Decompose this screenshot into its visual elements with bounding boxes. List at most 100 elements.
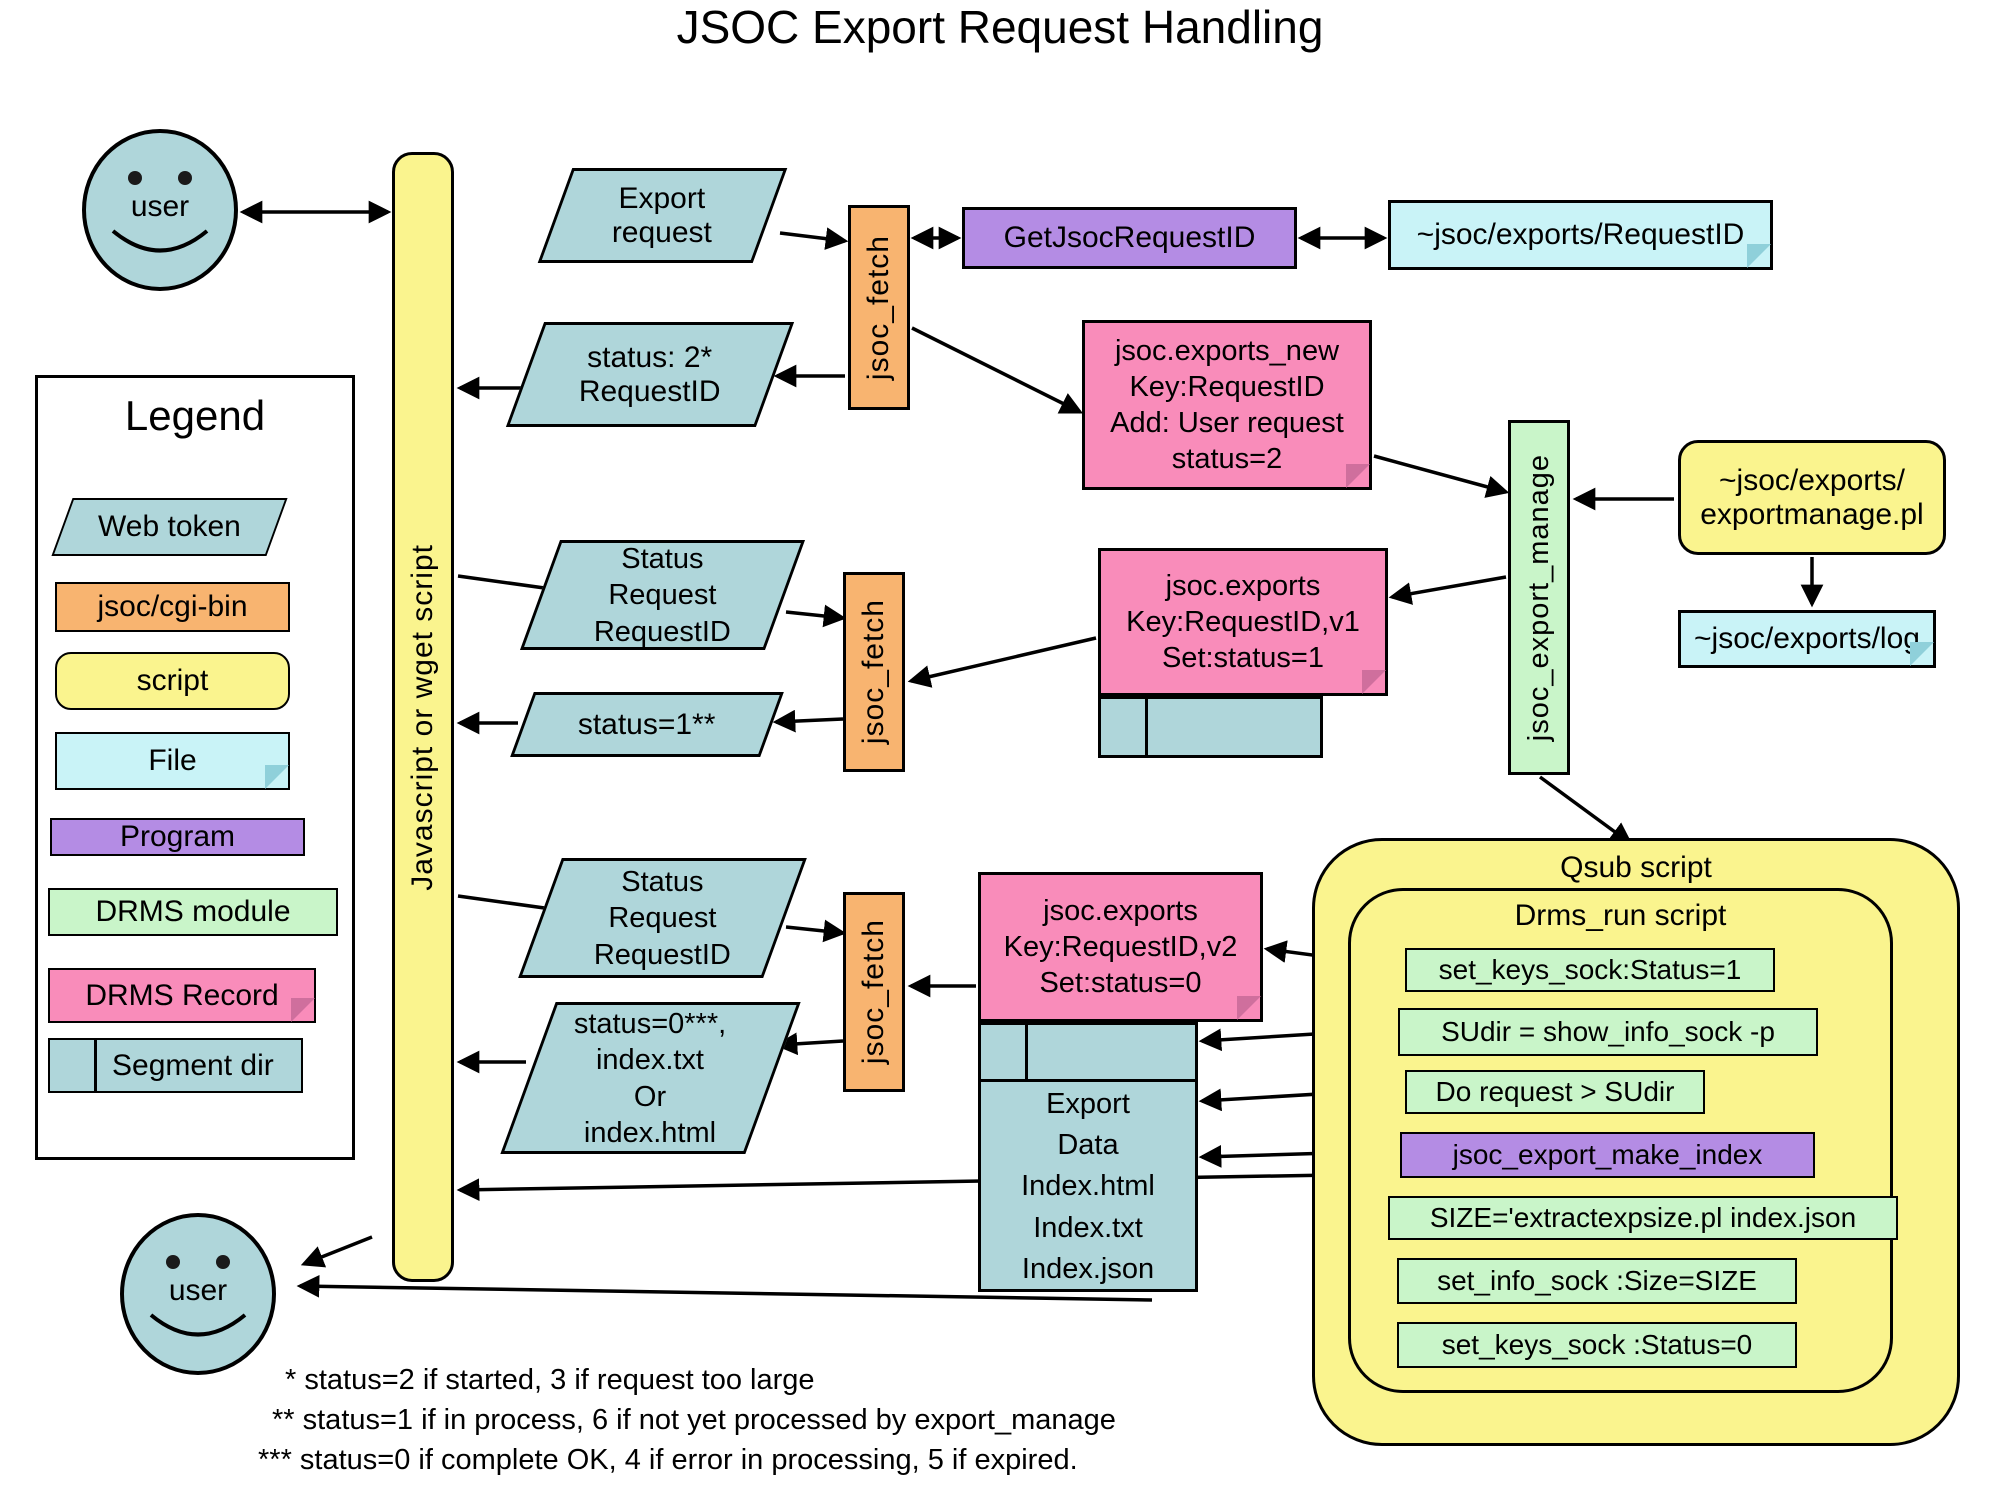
- segment-files-label: Export Data Index.html Index.txt Index.j…: [1021, 1088, 1155, 1285]
- jsoc-fetch-2-label: jsoc_fetch: [857, 599, 890, 745]
- file-fold-corner: [1910, 642, 1934, 666]
- arrow-fetch1-exportsnew: [911, 326, 1084, 414]
- segment-divider: [1145, 699, 1148, 755]
- arrow-scriptbar-userbottom: [300, 1235, 373, 1268]
- jsoc-exports-new-record: jsoc.exports_new Key:RequestID Add: User…: [1082, 320, 1372, 490]
- jsoc-fetch-3: jsoc_fetch: [843, 892, 905, 1092]
- jsoc-fetch-1-label: jsoc_fetch: [862, 234, 895, 381]
- arrow-fetch2-status1: [772, 709, 844, 733]
- legend-label: DRMS Record: [85, 978, 279, 1012]
- arrow-exportsv1-fetch2: [907, 636, 1097, 688]
- user-bottom-label: user: [168, 1274, 228, 1307]
- step-set-info-size: set_info_sock :Size=SIZE: [1397, 1258, 1797, 1304]
- segment-divider: [94, 1040, 97, 1091]
- legend-web-token: Web token: [51, 498, 288, 556]
- legend-label: Program: [119, 820, 236, 853]
- jsoc-exports-new-label: jsoc.exports_new Key:RequestID Add: User…: [1110, 334, 1344, 476]
- get-jsoc-request-id-program: GetJsocRequestID: [962, 207, 1297, 269]
- record-fold-corner: [1362, 670, 1386, 694]
- legend-segment-dir: Segment dir: [48, 1038, 303, 1093]
- step-jsoc-export-make-index: jsoc_export_make_index: [1400, 1132, 1815, 1178]
- get-jsoc-request-id-label: GetJsocRequestID: [1003, 221, 1256, 254]
- status-request-1-label: Status Request RequestID: [593, 542, 731, 648]
- legend-label: File: [148, 744, 197, 777]
- footnote-2: ** status=1 if in process, 6 if not yet …: [272, 1404, 1116, 1436]
- step-size-extractexpsize: SIZE='extractexpsize.pl index.json: [1388, 1196, 1898, 1240]
- request-id-file: ~jsoc/exports/RequestID: [1388, 200, 1773, 270]
- jsoc-fetch-3-label: jsoc_fetch: [857, 919, 890, 1065]
- arrow-makeindex-scriptbar: [456, 1172, 1391, 1202]
- status2-token: status: 2* RequestID: [505, 322, 795, 427]
- file-fold-corner: [265, 765, 289, 789]
- legend-box: [35, 375, 355, 1160]
- legend-title: Legend: [124, 392, 266, 439]
- step-sudir-show-info: SUdir = show_info_sock -p: [1398, 1008, 1818, 1056]
- step-do-request: Do request > SUdir: [1405, 1070, 1705, 1114]
- step-set-keys-status1: set_keys_sock:Status=1: [1405, 948, 1775, 992]
- exportmanage-pl-script: ~jsoc/exports/ exportmanage.pl: [1678, 440, 1946, 555]
- record-fold-corner: [1346, 464, 1370, 488]
- jsoc-exports-v2-label: jsoc.exports Key:RequestID,v2 Set:status…: [1003, 894, 1238, 1000]
- step-set-keys-status0: set_keys_sock :Status=0: [1397, 1322, 1797, 1368]
- qsub-script-title: Qsub script: [1560, 851, 1712, 884]
- step-label: SUdir = show_info_sock -p: [1441, 1016, 1775, 1047]
- arrow-exportrequest-fetch1: [779, 227, 849, 250]
- segment-dir-v2: Export Data Index.html Index.txt Index.j…: [978, 1022, 1198, 1292]
- step-label: jsoc_export_make_index: [1452, 1139, 1763, 1170]
- arrow-statusrequest2-fetch3: [785, 919, 847, 943]
- user-top-label: user: [130, 190, 190, 223]
- status-request-2-label: Status Request RequestID: [593, 865, 731, 971]
- jsoc-fetch-2: jsoc_fetch: [843, 572, 905, 772]
- step-label: Do request > SUdir: [1435, 1076, 1675, 1107]
- log-file: ~jsoc/exports/log: [1678, 610, 1936, 668]
- step-label: set_keys_sock:Status=1: [1438, 954, 1742, 985]
- segment-divider: [1025, 1025, 1028, 1079]
- segment-top-strip: [981, 1025, 1195, 1082]
- drms-run-title: Drms_run script: [1514, 899, 1727, 932]
- arrow-exportmanage-exportsv1: [1388, 575, 1507, 605]
- status-request-1-token: Status Request RequestID: [519, 540, 806, 650]
- legend-program: Program: [50, 818, 305, 856]
- legend-label: Web token: [98, 510, 241, 543]
- step-label: SIZE='extractexpsize.pl index.json: [1429, 1202, 1857, 1233]
- page-title: JSOC Export Request Handling: [676, 1, 1324, 53]
- jsoc-exports-v2-record: jsoc.exports Key:RequestID,v2 Set:status…: [978, 872, 1263, 1022]
- export-request-label: Export request: [612, 181, 713, 249]
- jsoc-fetch-1: jsoc_fetch: [848, 205, 910, 410]
- arrow-fetch3-status0: [774, 1032, 844, 1056]
- user-face-icon: [120, 1213, 276, 1375]
- legend-drms-record: DRMS Record: [48, 968, 316, 1023]
- footnote-3: *** status=0 if complete OK, 4 if error …: [258, 1444, 1078, 1476]
- legend-label: DRMS module: [95, 895, 291, 928]
- legend-cgi-bin: jsoc/cgi-bin: [55, 582, 290, 632]
- jsoc-exports-v1-label: jsoc.exports Key:RequestID,v1 Set:status…: [1126, 569, 1360, 675]
- legend-script: script: [55, 652, 290, 710]
- jsoc-export-manage-module: jsoc_export_manage: [1508, 420, 1570, 775]
- legend-drms-module: DRMS module: [48, 888, 338, 936]
- legend-label: jsoc/cgi-bin: [97, 590, 248, 623]
- record-fold-corner: [291, 998, 315, 1022]
- status1-token: status=1**: [510, 692, 784, 757]
- status2-label: status: 2* RequestID: [579, 340, 721, 408]
- step-label: set_keys_sock :Status=0: [1441, 1329, 1753, 1360]
- javascript-wget-script-bar: Javascript or wget script: [392, 152, 454, 1282]
- arrow-statusrequest1-fetch2: [785, 604, 847, 628]
- legend-file: File: [55, 732, 290, 790]
- status-request-2-token: Status Request RequestID: [518, 858, 807, 978]
- step-label: set_info_sock :Size=SIZE: [1437, 1265, 1757, 1296]
- script-bar-label: Javascript or wget script: [406, 543, 439, 891]
- status0-token: status=0***, index.txt Or index.html: [500, 1002, 801, 1154]
- status0-label: status=0***, index.txt Or index.html: [574, 1007, 727, 1149]
- log-file-label: ~jsoc/exports/log: [1694, 622, 1920, 655]
- segment-dir-v1: [1098, 696, 1323, 758]
- status1-label: status=1**: [578, 707, 716, 741]
- exportmanage-pl-label: ~jsoc/exports/ exportmanage.pl: [1700, 463, 1924, 531]
- file-fold-corner: [1747, 244, 1771, 268]
- jsoc-exports-v1-record: jsoc.exports Key:RequestID,v1 Set:status…: [1098, 548, 1388, 696]
- user-face-icon: [82, 129, 238, 291]
- user-bottom: user: [118, 1212, 278, 1377]
- export-request-token: Export request: [537, 168, 788, 263]
- legend-label: script: [136, 664, 209, 697]
- arrow-exportmanage-qsub: [1538, 775, 1633, 846]
